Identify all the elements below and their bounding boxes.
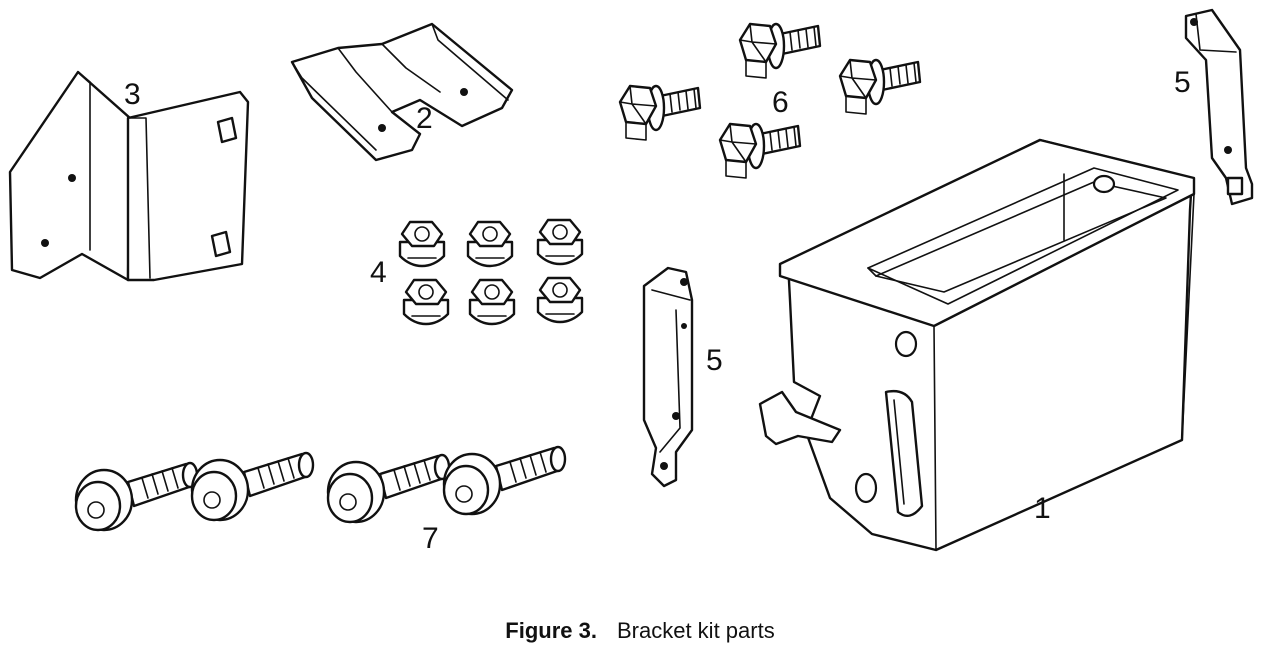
- flange-nuts-part: [398, 218, 584, 326]
- part-label-7: 7: [422, 522, 439, 555]
- figure-caption: Figure 3. Bracket kit parts: [0, 618, 1280, 644]
- battery-box-part: [758, 138, 1196, 552]
- part-label-5-left: 5: [706, 344, 723, 377]
- part-label-3: 3: [124, 78, 141, 111]
- mounting-plate-part: [290, 22, 514, 162]
- shoulder-bolts-part: [74, 445, 567, 532]
- part-label-1: 1: [1034, 492, 1051, 525]
- part-label-6: 6: [772, 86, 789, 119]
- figure-number: Figure 3.: [505, 618, 597, 643]
- part-label-5-right: 5: [1174, 66, 1191, 99]
- part-label-2: 2: [416, 102, 433, 135]
- hex-bolts-part: [618, 22, 922, 180]
- part-label-4: 4: [370, 256, 387, 289]
- strap-left-part: [642, 266, 694, 488]
- bracket-kit-diagram: 1 2 3 4 5 5 6 7: [8, 8, 1254, 555]
- figure-title: Bracket kit parts: [616, 618, 775, 643]
- strap-right-part: [1184, 8, 1254, 206]
- angle-bracket-part: [8, 70, 250, 282]
